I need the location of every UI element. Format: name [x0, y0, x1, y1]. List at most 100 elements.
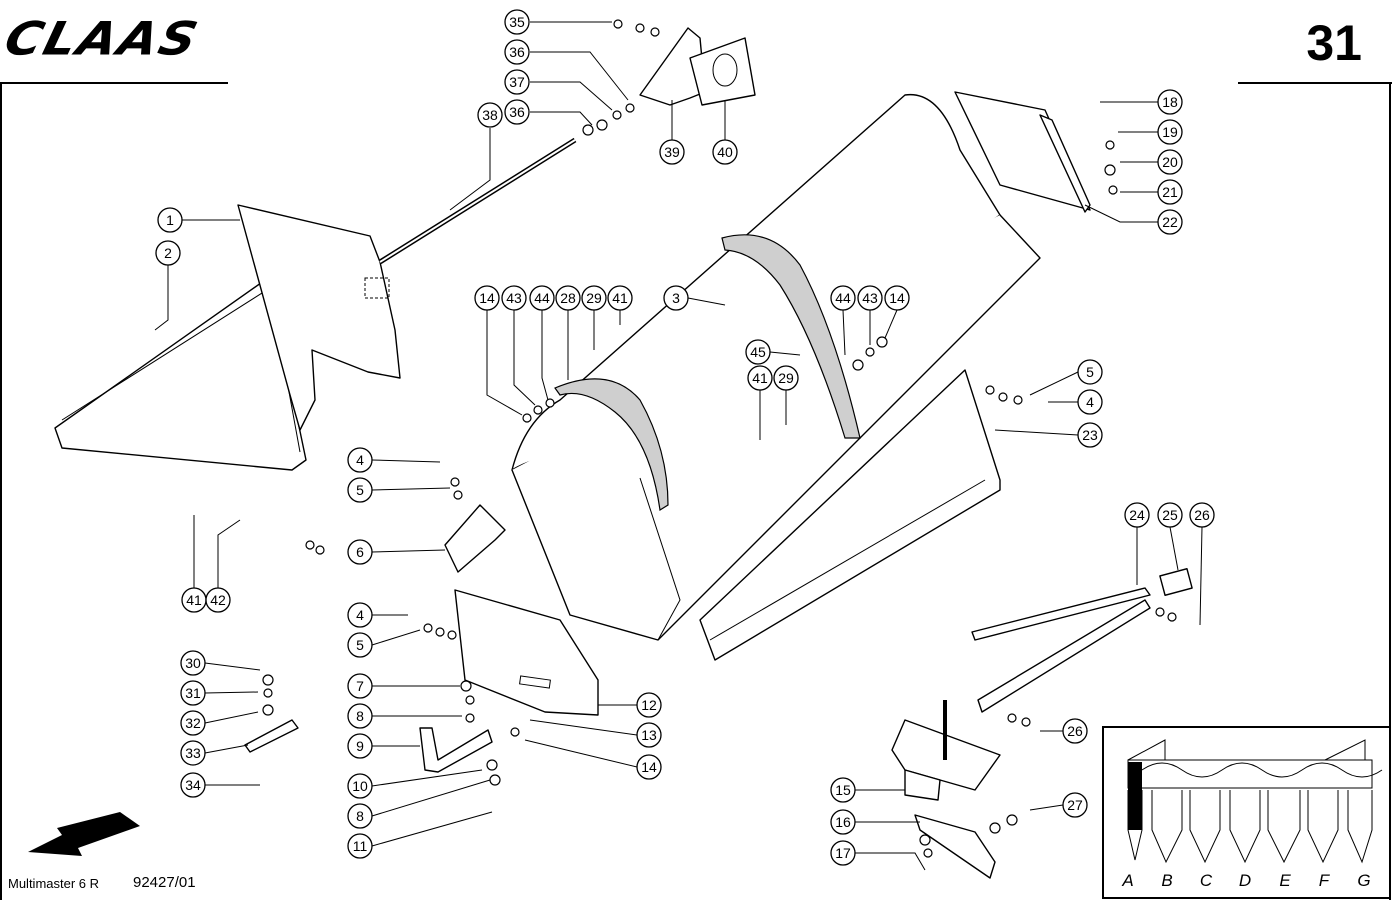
svg-text:27: 27 [1067, 797, 1083, 813]
callout-5c: 5 [347, 632, 373, 658]
callout-18: 18 [1157, 89, 1183, 115]
callout-43: 43 [501, 285, 527, 311]
callout-35: 35 [504, 9, 530, 35]
callout-32: 32 [180, 710, 206, 736]
svg-text:2: 2 [164, 245, 172, 261]
svg-text:41: 41 [752, 370, 768, 386]
callout-13: 13 [636, 722, 662, 748]
callout-33: 33 [180, 740, 206, 766]
leader-lines [154, 21, 1203, 871]
inset-label-a: A [1121, 871, 1133, 890]
shaft-part [378, 137, 577, 265]
page-number: 31 [1306, 15, 1362, 71]
callout-39: 39 [659, 139, 685, 165]
callout-14b: 14 [884, 285, 910, 311]
svg-text:4: 4 [1086, 394, 1094, 410]
svg-text:24: 24 [1129, 507, 1145, 523]
callout-40: 40 [712, 139, 738, 165]
hardware-fasteners [262, 19, 1177, 858]
svg-text:12: 12 [641, 697, 657, 713]
svg-text:35: 35 [509, 14, 525, 30]
callout-28: 28 [555, 285, 581, 311]
callout-22: 22 [1157, 209, 1183, 235]
logo-underline [0, 82, 228, 84]
callout-10: 10 [347, 773, 373, 799]
svg-text:41: 41 [186, 592, 202, 608]
callout-14c: 14 [636, 754, 662, 780]
support-plate-part [914, 814, 996, 879]
inset-label-f: F [1319, 871, 1331, 890]
inset-label-c: C [1200, 871, 1213, 890]
callout-26: 26 [1189, 502, 1215, 528]
callout-44b: 44 [830, 285, 856, 311]
svg-text:29: 29 [586, 290, 602, 306]
clamp-plate-part [244, 719, 299, 753]
svg-text:5: 5 [356, 637, 364, 653]
svg-text:23: 23 [1082, 427, 1098, 443]
svg-text:5: 5 [1086, 364, 1094, 380]
callout-9: 9 [347, 733, 373, 759]
svg-text:37: 37 [509, 74, 525, 90]
drawing-code: 92427/01 [133, 874, 196, 891]
callout-43b: 43 [857, 285, 883, 311]
header-row-inset: A B C D E F G [1102, 726, 1391, 899]
seal-strip-part [554, 234, 861, 511]
callout-11: 11 [347, 833, 373, 859]
callout-42: 42 [205, 587, 231, 613]
svg-text:39: 39 [664, 144, 680, 160]
svg-text:4: 4 [356, 607, 364, 623]
callout-41: 41 [607, 285, 633, 311]
svg-text:14: 14 [641, 759, 657, 775]
callout-25: 25 [1157, 502, 1183, 528]
callout-4c: 4 [347, 602, 373, 628]
callout-5b: 5 [347, 477, 373, 503]
svg-text:1: 1 [166, 212, 174, 228]
divider-tips [1127, 790, 1373, 864]
callout-44: 44 [529, 285, 555, 311]
svg-text:7: 7 [356, 678, 364, 694]
svg-text:18: 18 [1162, 94, 1178, 110]
callout-12: 12 [636, 692, 662, 718]
callout-38: 38 [477, 102, 503, 128]
inset-label-e: E [1279, 871, 1291, 890]
callout-37: 37 [504, 69, 530, 95]
support-bars-part [971, 587, 1151, 713]
svg-text:25: 25 [1162, 507, 1178, 523]
model-name: Multimaster 6 R [8, 876, 100, 891]
callout-8b: 8 [347, 803, 373, 829]
svg-text:8: 8 [356, 808, 364, 824]
callout-4: 4 [1077, 389, 1103, 415]
svg-text:40: 40 [717, 144, 733, 160]
svg-text:20: 20 [1162, 154, 1178, 170]
svg-text:9: 9 [356, 738, 364, 754]
svg-text:34: 34 [185, 777, 201, 793]
svg-text:32: 32 [185, 715, 201, 731]
callout-29: 29 [581, 285, 607, 311]
svg-text:33: 33 [185, 745, 201, 761]
frame-bracket-part [891, 700, 1001, 801]
callout-27: 27 [1062, 792, 1088, 818]
lower-side-plate-part [454, 589, 599, 716]
callout-29b: 29 [773, 365, 799, 391]
callout-45: 45 [745, 339, 771, 365]
svg-text:8: 8 [356, 708, 364, 724]
svg-text:38: 38 [482, 107, 498, 123]
callout-14: 14 [474, 285, 500, 311]
mounting-bracket-part [444, 504, 506, 573]
callout-20: 20 [1157, 149, 1183, 175]
svg-text:41: 41 [612, 290, 628, 306]
main-hood-part [511, 91, 1091, 641]
svg-text:21: 21 [1162, 184, 1178, 200]
callout-41c: 41 [181, 587, 207, 613]
angle-bracket-part [1039, 114, 1091, 213]
svg-text:11: 11 [353, 838, 368, 854]
svg-text:30: 30 [185, 655, 201, 671]
svg-text:6: 6 [356, 544, 364, 560]
svg-text:5: 5 [356, 482, 364, 498]
svg-text:4: 4 [356, 452, 364, 468]
svg-text:26: 26 [1067, 723, 1083, 739]
inset-label-g: G [1357, 871, 1370, 890]
callout-31: 31 [180, 680, 206, 706]
